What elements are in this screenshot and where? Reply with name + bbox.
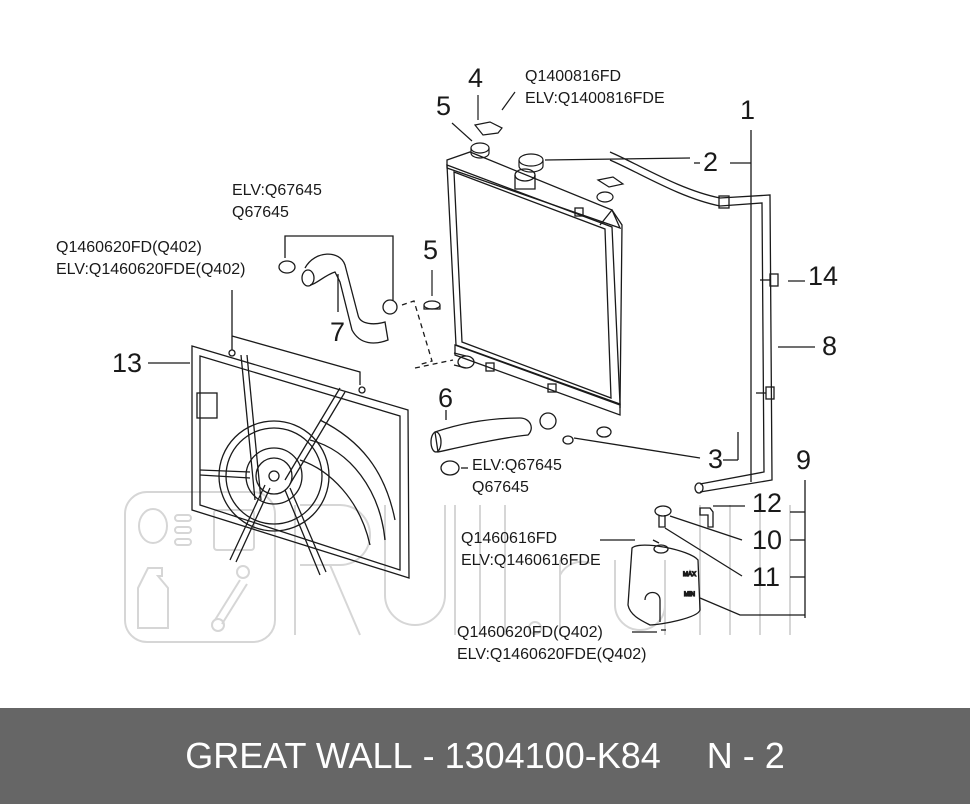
callout-6: 6 bbox=[438, 383, 454, 413]
code-top-bracket-1: Q1400816FD bbox=[525, 68, 622, 85]
footer-diagram-ref: N - 2 bbox=[706, 735, 785, 776]
label-tank-bolt-a: Q1460616FD ELV:Q1460616FDE bbox=[461, 528, 601, 572]
footer-bar: GREAT WALL - 1304100-K84 N - 2 bbox=[0, 708, 970, 804]
label-lower-clamp: ELV:Q67645 Q67645 bbox=[472, 455, 562, 499]
label-upper-clamp: ELV:Q67645 Q67645 bbox=[232, 180, 322, 224]
tank-min-mark: MIN bbox=[684, 592, 695, 598]
fan-assembly-drawing bbox=[148, 290, 410, 579]
code-tank-bolt-a-1: Q1460616FD bbox=[461, 530, 558, 547]
overflow-hose-drawing bbox=[609, 151, 815, 494]
callout-5-mid: 5 bbox=[423, 235, 439, 265]
code-upper-clamp-2: Q67645 bbox=[232, 204, 289, 221]
radiator-cap-drawing bbox=[518, 153, 691, 173]
upper-hose-drawing bbox=[278, 235, 454, 369]
callout-11: 11 bbox=[752, 562, 781, 592]
code-upper-clamp-1: ELV:Q67645 bbox=[232, 182, 322, 199]
footer-separator: - bbox=[422, 735, 435, 776]
callout-4: 4 bbox=[468, 63, 484, 93]
callout-2: 2 bbox=[703, 147, 719, 177]
callout-3: 3 bbox=[708, 444, 724, 474]
callout-1: 1 bbox=[740, 95, 756, 125]
callout-5-top: 5 bbox=[436, 91, 452, 121]
callout-13: 13 bbox=[112, 348, 143, 378]
radiator-drawing bbox=[446, 151, 623, 416]
code-fan-bolt-2: ELV:Q1460620FDE(Q402) bbox=[56, 261, 246, 278]
code-tank-bolt-b-2: ELV:Q1460620FDE(Q402) bbox=[457, 646, 647, 663]
code-fan-bolt-1: Q1460620FD(Q402) bbox=[56, 239, 202, 256]
code-tank-bolt-b-1: Q1460620FD(Q402) bbox=[457, 624, 603, 641]
code-top-bracket-2: ELV:Q1400816FDE bbox=[525, 90, 665, 107]
callout-8: 8 bbox=[822, 331, 838, 361]
coolant-tank-drawing: MAX MIN bbox=[600, 505, 805, 633]
label-tank-bolt-b: Q1460620FD(Q402) ELV:Q1460620FDE(Q402) bbox=[457, 622, 646, 666]
watermark-logo bbox=[124, 491, 791, 643]
callout-10: 10 bbox=[752, 525, 783, 555]
label-fan-bolt: Q1460620FD(Q402) ELV:Q1460620FDE(Q402) bbox=[56, 237, 245, 281]
footer-brand: GREAT WALL bbox=[185, 735, 413, 776]
callout-12: 12 bbox=[752, 488, 783, 518]
callout-9: 9 bbox=[796, 445, 812, 475]
tank-max-mark: MAX bbox=[683, 572, 696, 578]
code-tank-bolt-a-2: ELV:Q1460616FDE bbox=[461, 552, 601, 569]
leader-lines bbox=[694, 130, 806, 618]
lower-hose-drawing bbox=[430, 410, 701, 476]
top-bracket-drawing bbox=[423, 91, 625, 310]
callout-7: 7 bbox=[330, 317, 346, 347]
exploded-parts-diagram: MAX MIN bbox=[124, 91, 815, 643]
footer-part-number: 1304100-K84 bbox=[444, 735, 661, 776]
callout-14: 14 bbox=[808, 261, 839, 291]
code-lower-clamp-1: ELV:Q67645 bbox=[472, 457, 562, 474]
label-top-bracket: Q1400816FD ELV:Q1400816FDE bbox=[525, 66, 665, 110]
code-lower-clamp-2: Q67645 bbox=[472, 479, 529, 496]
